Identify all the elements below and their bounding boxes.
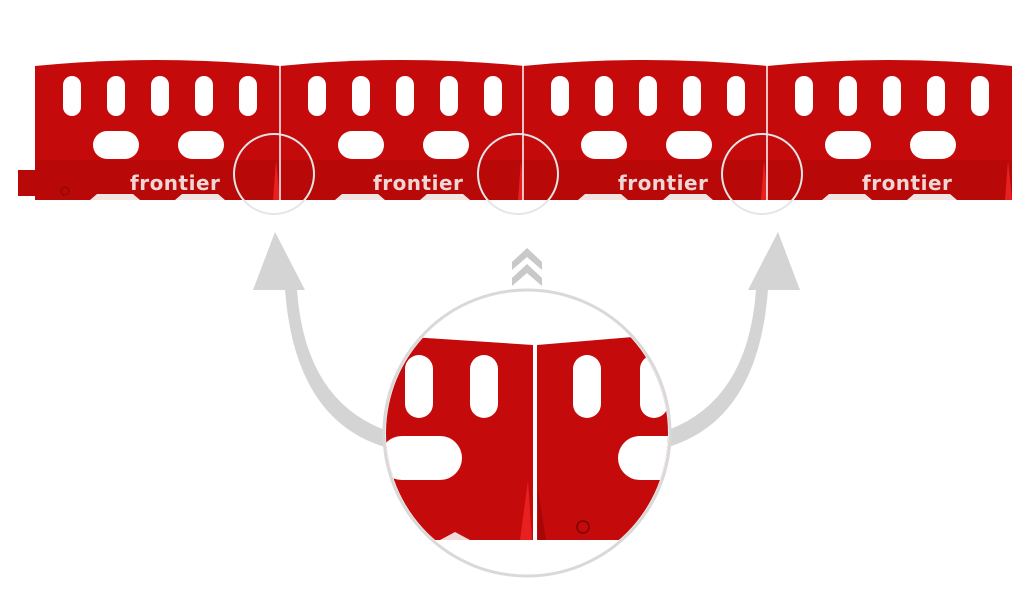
joint-highlight-circle-1 bbox=[233, 133, 315, 215]
barrier-panel-2: frontier bbox=[280, 60, 525, 200]
frontier-logo: frontier bbox=[618, 171, 708, 195]
frontier-logo: frontier bbox=[130, 171, 220, 195]
recycle-mark-icon bbox=[576, 520, 590, 534]
recycle-mark-icon bbox=[60, 186, 70, 196]
joint-highlight-circle-2 bbox=[477, 133, 559, 215]
magnified-joint-view bbox=[382, 288, 672, 578]
double-chevron-up-icon bbox=[512, 248, 542, 286]
end-connector bbox=[18, 170, 36, 196]
joint-highlight-circle-3 bbox=[721, 133, 803, 215]
curved-arrow-right-icon bbox=[668, 232, 800, 447]
barrier-panel-3: frontier bbox=[523, 60, 768, 200]
barrier-row: frontier frontier frontier frontier bbox=[18, 60, 1012, 200]
frontier-logo: frontier bbox=[862, 171, 952, 195]
barrier-panel-4: frontier bbox=[767, 60, 1012, 200]
curved-arrow-left-icon bbox=[253, 232, 385, 447]
barrier-panel-1: frontier bbox=[35, 60, 280, 200]
frontier-logo: frontier bbox=[373, 171, 463, 195]
